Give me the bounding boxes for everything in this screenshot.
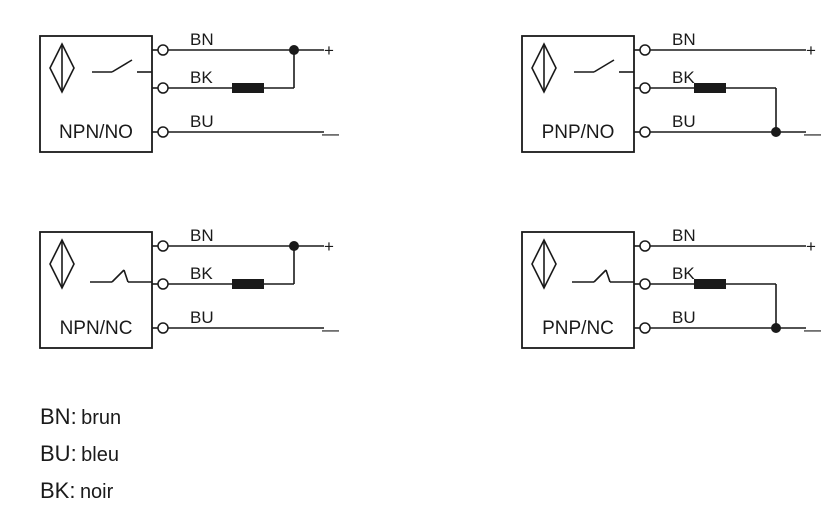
switch-blade xyxy=(593,59,615,73)
load-resistor xyxy=(232,83,264,93)
switch-contact xyxy=(605,269,611,283)
sensor-diagram-pnp-no: PNP/NO BN BK BU + — xyxy=(521,30,821,153)
junction-dot xyxy=(289,241,299,251)
load-resistor xyxy=(232,279,264,289)
wire-label-bk: BK xyxy=(672,68,695,87)
supply-plus-sign: + xyxy=(806,41,816,60)
normally-open-switch-icon xyxy=(92,59,152,73)
terminal-circle xyxy=(157,322,169,334)
switch-blade xyxy=(111,269,125,283)
legend-separator: : xyxy=(70,404,77,429)
supply-plus-sign: + xyxy=(324,237,334,256)
supply-minus-sign: — xyxy=(804,320,821,339)
supply-minus-sign: — xyxy=(804,124,821,143)
normally-open-switch-icon xyxy=(574,59,634,73)
load-resistor xyxy=(694,279,726,289)
legend-description: brun xyxy=(81,407,122,429)
wire-label-bu: BU xyxy=(190,308,214,327)
wire-label-bu: BU xyxy=(672,308,696,327)
terminal-circle xyxy=(639,44,651,56)
wire-label-bn: BN xyxy=(190,30,214,49)
sensor-type-label: PNP/NO xyxy=(542,122,615,143)
junction-dot xyxy=(289,45,299,55)
wire-label-bu: BU xyxy=(190,112,214,131)
wire-label-bn: BN xyxy=(672,30,696,49)
inductive-sensor-icon xyxy=(49,238,75,290)
terminal-circle xyxy=(157,82,169,94)
sensor-diagram-pnp-nc: PNP/NC BN BK BU + — xyxy=(521,226,821,349)
inductive-sensor-icon xyxy=(531,238,557,290)
sensor-type-label: NPN/NO xyxy=(59,122,133,143)
wire-label-bk: BK xyxy=(190,68,213,87)
terminal-circle xyxy=(639,322,651,334)
legend-item-bk: BK: noir xyxy=(40,472,121,509)
terminal-circle xyxy=(157,240,169,252)
legend-description: noir xyxy=(79,481,114,503)
sensor-type-label: PNP/NC xyxy=(542,318,614,339)
sensor-diagram-npn-no: NPN/NO BN BK BU + — xyxy=(39,30,339,153)
wire-label-bn: BN xyxy=(672,226,696,245)
sensor-housing xyxy=(521,231,635,349)
sensor-housing xyxy=(39,231,153,349)
wire-label-bk: BK xyxy=(190,264,213,283)
wire-color-legend: BN: brun BU: bleu BK: noir xyxy=(40,398,121,509)
sensor-housing xyxy=(521,35,635,153)
switch-blade xyxy=(593,269,607,283)
load-resistor xyxy=(694,83,726,93)
legend-code: BK xyxy=(40,478,70,503)
supply-minus-sign: — xyxy=(322,124,339,143)
legend-item-bu: BU: bleu xyxy=(40,435,121,472)
sensor-diagram-npn-nc: NPN/NC BN BK BU + — xyxy=(39,226,339,349)
legend-item-bn: BN: brun xyxy=(40,398,121,435)
normally-closed-switch-icon xyxy=(90,269,152,283)
terminal-circle xyxy=(157,278,169,290)
terminal-circle xyxy=(639,126,651,138)
terminal-circle xyxy=(157,126,169,138)
terminal-circle xyxy=(639,240,651,252)
sensor-type-label: NPN/NC xyxy=(60,318,133,339)
legend-separator: : xyxy=(70,441,77,466)
supply-plus-sign: + xyxy=(324,41,334,60)
supply-plus-sign: + xyxy=(806,237,816,256)
switch-blade xyxy=(111,59,133,73)
wire-label-bn: BN xyxy=(190,226,214,245)
wire-label-bk: BK xyxy=(672,264,695,283)
legend-code: BN xyxy=(40,404,71,429)
junction-dot xyxy=(771,127,781,137)
supply-minus-sign: — xyxy=(322,320,339,339)
legend-code: BU xyxy=(40,441,71,466)
legend-separator: : xyxy=(69,478,76,503)
legend-description: bleu xyxy=(81,444,119,466)
wire-label-bu: BU xyxy=(672,112,696,131)
terminal-circle xyxy=(157,44,169,56)
inductive-sensor-icon xyxy=(49,42,75,94)
junction-dot xyxy=(771,323,781,333)
terminal-circle xyxy=(639,278,651,290)
terminal-circle xyxy=(639,82,651,94)
normally-closed-switch-icon xyxy=(572,269,634,283)
inductive-sensor-icon xyxy=(531,42,557,94)
sensor-housing xyxy=(39,35,153,153)
switch-contact xyxy=(123,269,129,283)
